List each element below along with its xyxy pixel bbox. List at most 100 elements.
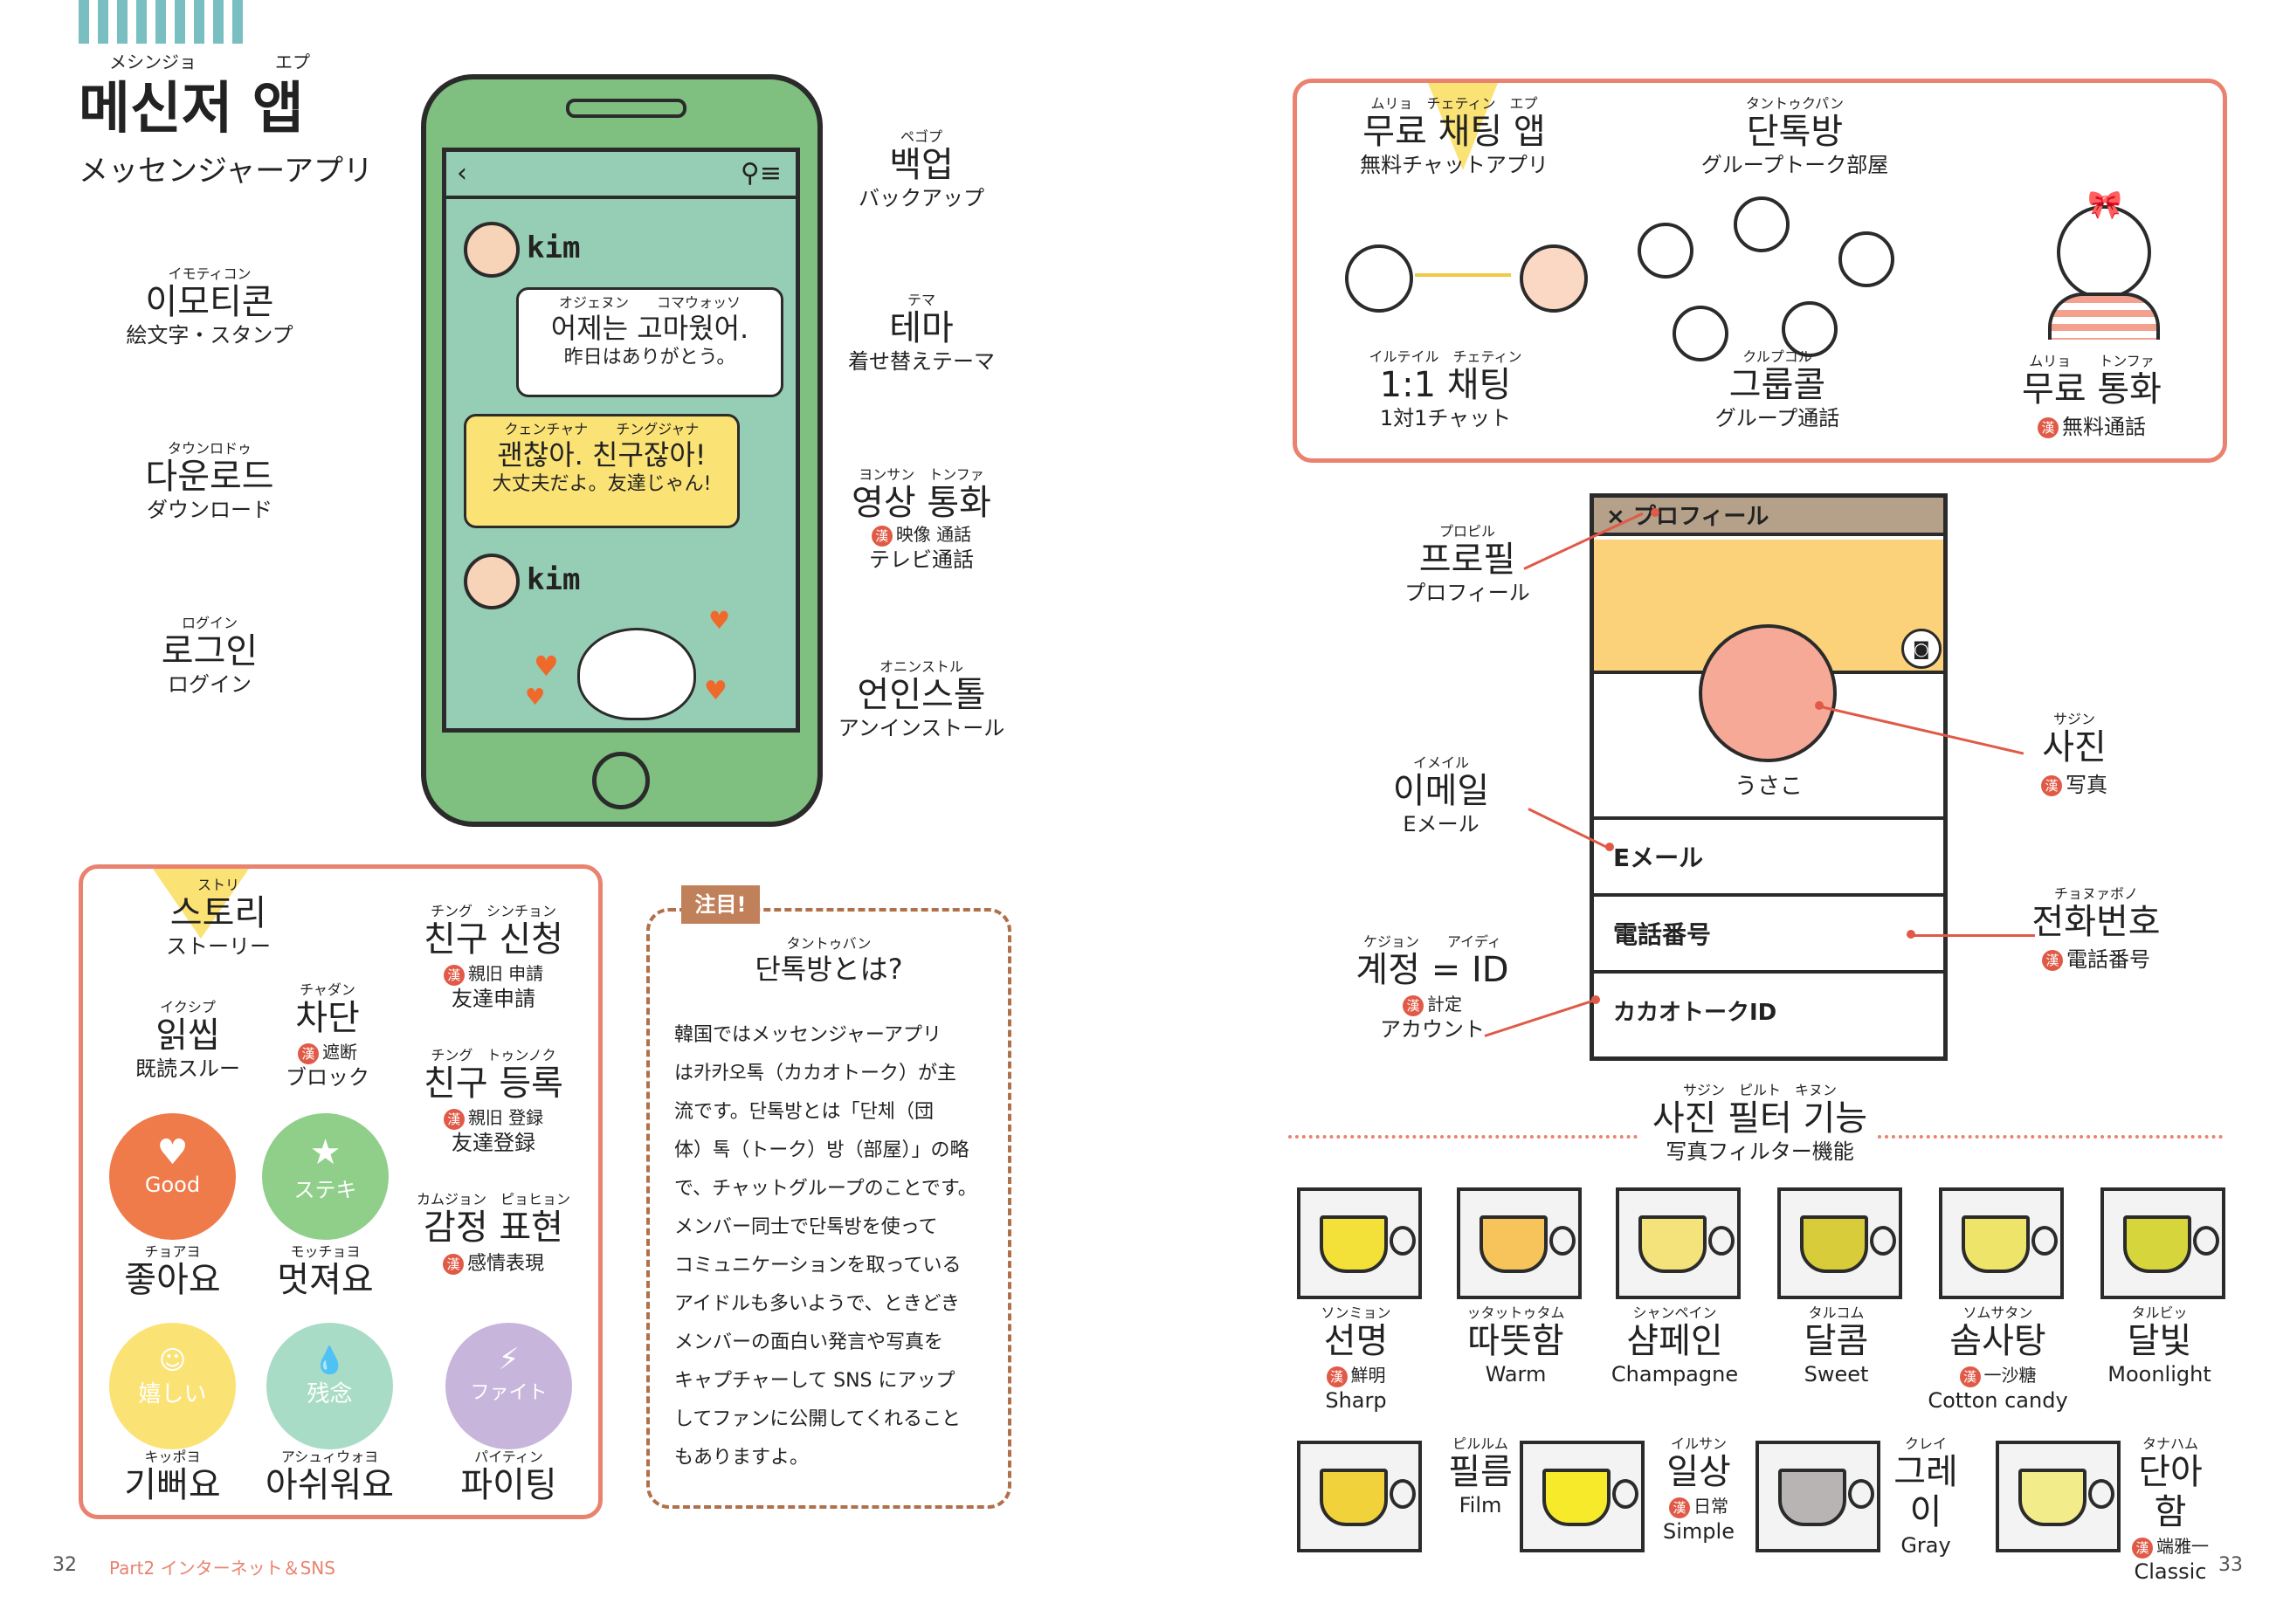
term-japanese: Eメール xyxy=(1403,812,1480,836)
term-korean: 영상 통화 xyxy=(852,483,991,523)
note-line: で、チャットグループのことです。 xyxy=(674,1178,977,1200)
term-ruby: タルビッ xyxy=(2131,1304,2188,1321)
term-ruby: ムリョ トンファ xyxy=(2029,353,2155,369)
filter-english: Simple xyxy=(1663,1518,1735,1544)
note-line: アイドルも多いようで、ときどき xyxy=(674,1293,960,1315)
term-ruby: タルコム xyxy=(1808,1304,1865,1321)
filter-english: Sharp xyxy=(1325,1387,1387,1413)
filter-english: Sweet xyxy=(1804,1362,1869,1387)
note-box: 注目! タントゥバン 단톡방とは? 韓国ではメッセンジャーアプリ は카카오톡（カ… xyxy=(646,885,1011,1509)
han-icon: 漢 xyxy=(298,1043,319,1064)
filter-thumbnail[interactable] xyxy=(2100,1187,2225,1299)
heart-icon: ♥ xyxy=(525,685,546,711)
label-photo: サジン 사진 漢写真 xyxy=(2009,712,2140,798)
term-uninstall: オニンストル 언인스톨 アンインストール xyxy=(821,659,1022,741)
han-icon: 漢 xyxy=(2041,775,2062,796)
term-kanji: 漢無料通話 xyxy=(1978,409,2205,440)
cup-icon xyxy=(1320,1469,1416,1526)
cup-icon xyxy=(1778,1469,1874,1526)
page-number-right: 33 xyxy=(2218,1554,2243,1576)
term-ruby: ソンミョン xyxy=(1321,1304,1391,1321)
profile-photo xyxy=(1699,624,1837,762)
badge-suteki: ★ ステキ xyxy=(262,1113,389,1240)
term-korean: 샴페인 xyxy=(1626,1321,1723,1361)
filter-thumbnail[interactable] xyxy=(1520,1441,1645,1552)
term-ruby: パイティン xyxy=(474,1449,543,1465)
back-icon[interactable]: ‹ xyxy=(457,158,467,189)
term-ruby: タナハム xyxy=(2142,1435,2198,1452)
message-ruby: オジェヌン コマウォッソ xyxy=(558,294,741,311)
term-japanese: 友達登録 xyxy=(452,1130,535,1155)
chat-bubble-received: オジェヌン コマウォッソ 어제는 고마웠어. 昨日はありがとう。 xyxy=(516,287,783,397)
filter-thumbnail[interactable] xyxy=(1777,1187,1902,1299)
term-korean: 언인스톨 xyxy=(857,675,986,715)
term-kanji: 漢電話番号 xyxy=(2000,942,2192,973)
term-ruby: ムリョ チェティン エプ xyxy=(1370,95,1538,112)
profile-screen: × プロフィール ◙ うさこ Eメール 電話番号 カカオトークID xyxy=(1590,493,1948,1061)
note-line: 流です。단톡방とは「단체（団 xyxy=(674,1101,935,1123)
filter-english: Warm xyxy=(1485,1362,1547,1387)
search-icon[interactable]: ⚲≡ xyxy=(740,158,782,189)
han-icon: 漢 xyxy=(1669,1497,1690,1518)
han-icon: 漢 xyxy=(1326,1366,1348,1387)
message-korean: 어제는 고마웠어. xyxy=(550,312,749,345)
term-korean: 사진 필터 기능 xyxy=(1652,1098,1868,1139)
lightning-icon: ⚡ xyxy=(498,1342,520,1377)
person-icon xyxy=(1782,301,1838,357)
term-kanji: 漢鮮明 xyxy=(1280,1361,1432,1387)
term-ruby: ッタットゥタム xyxy=(1466,1304,1565,1321)
term-ruby: クルプコル xyxy=(1742,348,1812,365)
term-ruby: チャダン xyxy=(300,981,355,998)
term-ruby: ピルルム xyxy=(1452,1435,1508,1452)
term-korean: 로그인 xyxy=(161,631,259,671)
term-korean: 그레이 xyxy=(1893,1452,1958,1532)
filter-thumbnail[interactable] xyxy=(1755,1441,1880,1552)
arrow-icon xyxy=(1415,273,1511,277)
profile-field-kakaoid: カカオトークID xyxy=(1594,970,1943,1049)
note-line: は카카오톡（カカオトーク）が主 xyxy=(674,1063,956,1084)
badge-ureshii: ☺ 嬉しい xyxy=(109,1323,236,1449)
camera-icon[interactable]: ◙ xyxy=(1901,629,1942,669)
term-kanji: 漢写真 xyxy=(2009,767,2140,798)
term-ruby: ログイン xyxy=(181,615,238,631)
striped-shirt xyxy=(2048,292,2160,340)
term-ruby: キッポヨ xyxy=(144,1449,201,1465)
filter-thumbnail[interactable] xyxy=(1939,1187,2064,1299)
cup-handle xyxy=(1612,1479,1638,1509)
filter-thumbnail[interactable] xyxy=(1616,1187,1741,1299)
smile-icon: ☺ xyxy=(158,1345,187,1376)
filter-thumbnail[interactable] xyxy=(1457,1187,1582,1299)
filter-english: Classic xyxy=(2134,1559,2207,1584)
term-kanji: 漢親旧 登録 xyxy=(397,1104,590,1130)
dashed-divider xyxy=(1878,1135,2223,1139)
term-korean: 멋져요 xyxy=(277,1260,374,1300)
term-korean: 기뻐요 xyxy=(124,1465,221,1505)
badge-label: ステキ xyxy=(293,1178,357,1202)
cup-handle xyxy=(1848,1479,1874,1509)
highlight-triangle xyxy=(1428,83,1498,170)
note-line: メンバーの面白い発言や写真を xyxy=(674,1332,944,1353)
profile-header: × プロフィール xyxy=(1594,498,1943,536)
term-ruby: タントゥクパン xyxy=(1745,95,1844,112)
page-subtitle: メッセンジャーアプリ xyxy=(79,154,373,189)
term-friend-add: チング トゥンノク 친구 등록 漢親旧 登録 友達登録 xyxy=(397,1048,590,1156)
filter-thumbnail[interactable] xyxy=(1996,1441,2121,1552)
label-account: ケジョン アイディ 계정 = ID 漢計定 アカウント xyxy=(1328,934,1537,1043)
home-button xyxy=(592,752,650,809)
person-icon xyxy=(1638,223,1693,279)
page-number-left: 32 xyxy=(52,1554,77,1576)
han-icon: 漢 xyxy=(2132,1537,2153,1559)
term-japanese: 友達申請 xyxy=(452,986,535,1011)
chat-app-box: ムリョ チェティン エプ 무료 채팅 앱 無料チャットアプリ タントゥクパン 단… xyxy=(1293,79,2227,463)
term-korean: 테마 xyxy=(889,308,954,348)
filter-thumbnail[interactable] xyxy=(1297,1187,1422,1299)
heart-icon: ♥ xyxy=(156,1132,189,1173)
term-ruby: チング シンチョン xyxy=(430,903,556,919)
heart-icon: ♥ xyxy=(704,676,728,706)
filter-thumbnail[interactable] xyxy=(1297,1441,1422,1552)
reaction-happy: キッポヨ 기뻐요 xyxy=(100,1449,245,1506)
